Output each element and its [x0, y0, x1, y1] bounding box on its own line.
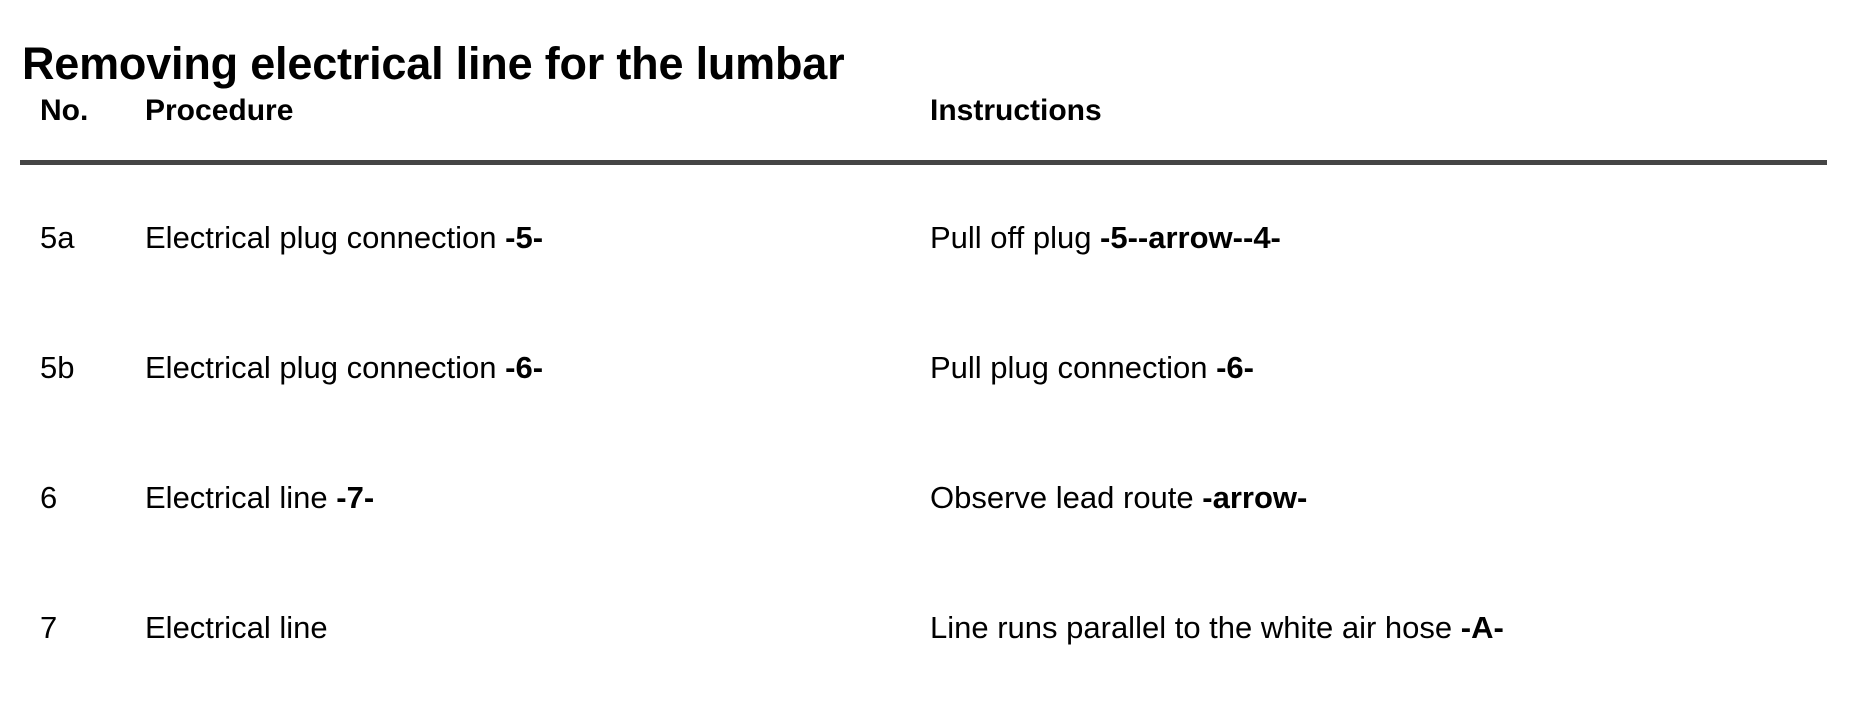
page-title: Removing electrical line for the lumbar	[22, 38, 845, 90]
table-header-divider-cell	[0, 146, 1860, 198]
column-header-instructions: Instructions	[930, 94, 1102, 127]
procedure-text: Electrical plug connection	[145, 350, 506, 385]
row-instructions: Pull off plug -5--arrow--4-	[905, 198, 1860, 328]
instructions-text: Pull off plug	[930, 220, 1101, 255]
row-instructions: Observe lead route -arrow-	[905, 458, 1860, 588]
instructions-text: Pull plug connection	[930, 350, 1217, 385]
procedure-tag: -7-	[336, 480, 375, 515]
row-number: 5a	[40, 220, 75, 255]
instructions-tag: -5--arrow--4-	[1100, 220, 1281, 255]
table-header-divider-row	[0, 146, 1860, 198]
table-row: 5b Electrical plug connection -6- Pull p…	[0, 328, 1860, 458]
procedure-table: No. Procedure Instructions 5a Electrical…	[0, 94, 1860, 718]
instructions-tag: -arrow-	[1202, 480, 1308, 515]
row-procedure: Electrical plug connection -5-	[145, 198, 905, 328]
header-divider-line	[20, 160, 1827, 165]
instructions-text: Observe lead route	[930, 480, 1203, 515]
procedure-text: Electrical plug connection	[145, 220, 506, 255]
instructions-tag: -6-	[1216, 350, 1254, 385]
procedure-text: Electrical line	[145, 480, 337, 515]
procedure-text: Electrical line	[145, 610, 328, 645]
table-header: No. Procedure Instructions	[0, 94, 1860, 198]
table-row: 6 Electrical line -7- Observe lead route…	[0, 458, 1860, 588]
document-page: Removing electrical line for the lumbar …	[20, 38, 1827, 645]
instructions-tag: -A-	[1460, 610, 1504, 645]
row-number: 6	[40, 480, 58, 515]
column-header-procedure: Procedure	[145, 94, 294, 127]
procedure-tag: -6-	[505, 350, 544, 385]
row-procedure: Electrical line -7-	[145, 458, 905, 588]
row-number: 5b	[40, 350, 75, 385]
instructions-text: Line runs parallel to the white air hose	[930, 610, 1461, 645]
table-body: 5a Electrical plug connection -5- Pull o…	[0, 198, 1860, 718]
row-instructions: Line runs parallel to the white air hose…	[905, 588, 1860, 718]
row-procedure: Electrical line	[145, 588, 905, 718]
table-row: 7 Electrical line Line runs parallel to …	[0, 588, 1860, 718]
row-instructions: Pull plug connection -6-	[905, 328, 1860, 458]
column-header-no: No.	[40, 94, 89, 127]
row-procedure: Electrical plug connection -6-	[145, 328, 905, 458]
table-header-row: No. Procedure Instructions	[0, 94, 1860, 146]
procedure-tag: -5-	[505, 220, 544, 255]
row-number: 7	[40, 610, 58, 645]
table-row: 5a Electrical plug connection -5- Pull o…	[0, 198, 1860, 328]
